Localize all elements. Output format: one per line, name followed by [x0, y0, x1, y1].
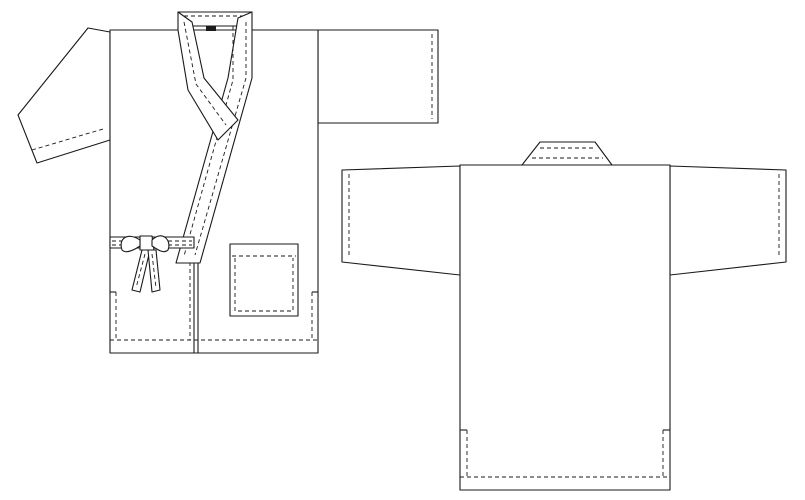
- hanger-loop-icon: [206, 26, 216, 31]
- front-view: [17, 11, 439, 354]
- front-tie-bow: [109, 235, 195, 293]
- front-left-sleeve: [17, 27, 111, 164]
- front-chest-pocket: [229, 243, 299, 317]
- back-collar: [521, 141, 613, 166]
- back-view: [341, 141, 787, 491]
- back-right-sleeve: [669, 165, 787, 276]
- back-left-sleeve: [341, 165, 461, 276]
- back-body: [459, 164, 671, 491]
- front-collar: [175, 11, 253, 264]
- front-right-sleeve: [317, 29, 439, 124]
